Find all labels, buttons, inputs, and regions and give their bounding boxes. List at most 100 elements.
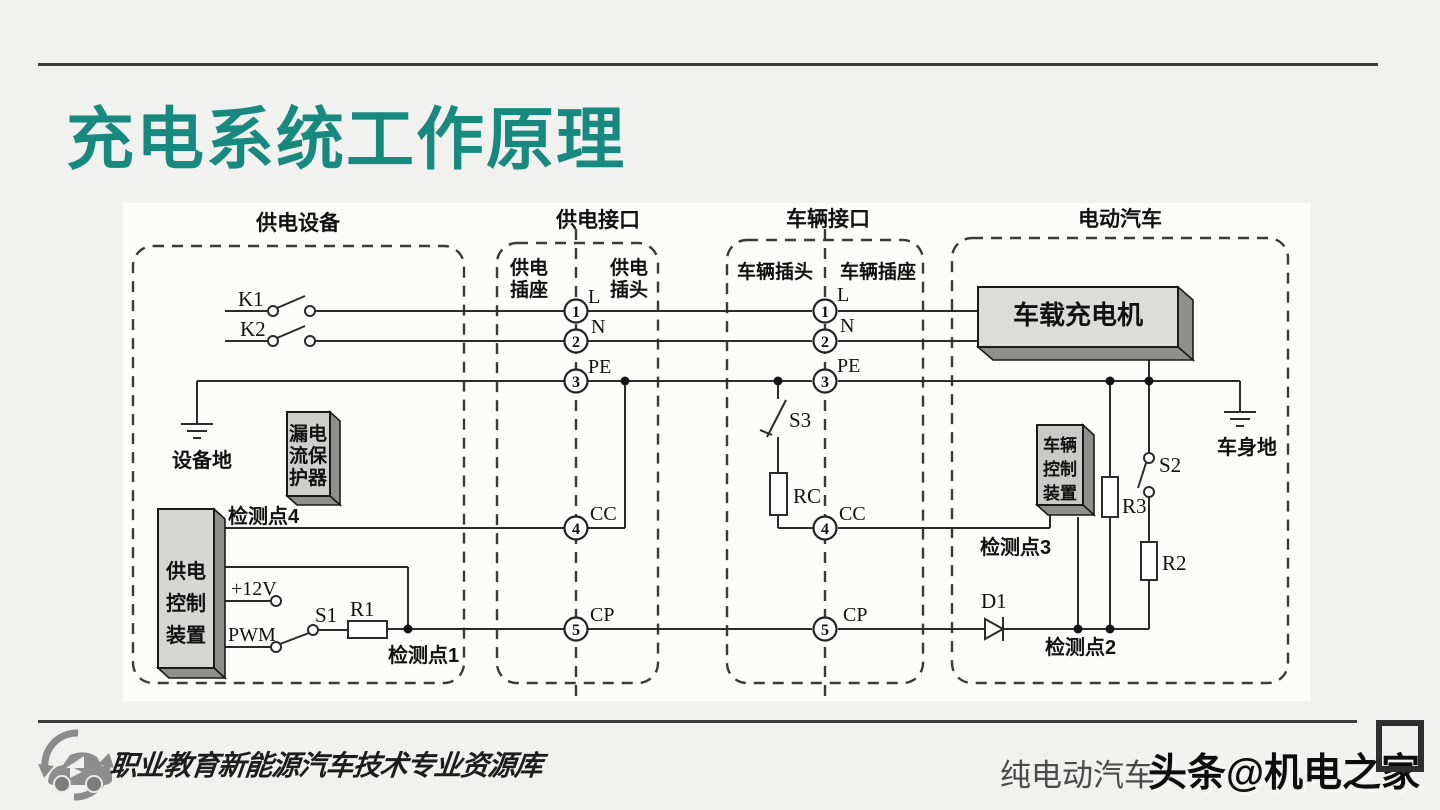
supply-interface-label: 供电接口 <box>555 208 640 232</box>
vehicle-pin-pe-label: PE <box>837 355 860 377</box>
vehicle-pin-n-label: N <box>840 315 854 337</box>
vehicle-controller-front-face <box>1036 424 1084 506</box>
vehicle-node-2 <box>812 328 838 354</box>
test-point-1-label: 检测点1 <box>388 643 459 667</box>
test-point-1-dot <box>403 624 413 634</box>
k1-label: K1 <box>238 287 264 311</box>
supply-node-4 <box>563 515 589 541</box>
leakage-bottom-face <box>284 495 343 506</box>
s2-contact-bottom <box>1143 486 1155 498</box>
s1-switch: S1 <box>270 603 337 653</box>
footer-divider-line <box>38 720 1357 723</box>
k1-contact-left <box>267 305 279 317</box>
leakage-label-line3: 护器 <box>289 466 328 489</box>
vehicle-controller-label-line1: 车辆 <box>1043 435 1077 455</box>
equipment-ground-symbol: 设备地 <box>172 423 232 472</box>
supply-controller-bottom-face <box>155 667 228 679</box>
supply-node-2-number: 2 <box>572 334 580 351</box>
logo-play-emblem <box>70 766 82 778</box>
supply-node-3 <box>563 368 589 394</box>
supply-socket-label-line1: 供电 <box>509 256 548 279</box>
vehicle-controller-bottom-face <box>1034 504 1097 516</box>
vehicle-node-5 <box>812 616 838 642</box>
supply-equipment-label: 供电设备 <box>255 211 341 235</box>
footer-course-text: 纯电动汽车 <box>1000 758 1155 793</box>
s2-lever <box>1137 462 1147 489</box>
supply-socket-label-line2: 插座 <box>510 278 548 301</box>
supply-controller-label-line1: 供电 <box>165 559 206 583</box>
vehicle-pin-cp-label: CP <box>843 604 867 626</box>
r3-resistor: R3 <box>1101 476 1147 518</box>
test-point-3-label: 检测点3 <box>980 535 1051 559</box>
page-title: 充电系统工作原理 <box>66 102 627 178</box>
s3-lever <box>759 399 787 438</box>
supply-controller-label-line2: 控制 <box>166 591 206 615</box>
r1-body <box>347 620 388 639</box>
supply-interface-box <box>495 241 660 685</box>
k2-contact-right <box>304 335 316 347</box>
s3-switch: S3 <box>759 399 811 438</box>
vehicle-controller-label-line3: 装置 <box>1042 483 1077 503</box>
wiring <box>196 310 1241 648</box>
leakage-label-line2: 流保 <box>289 444 328 467</box>
r1-resistor: R1 <box>347 597 388 639</box>
charger-bottom-face <box>975 346 1196 361</box>
charger-label: 车载充电机 <box>1013 300 1143 330</box>
r2-resistor: R2 <box>1140 541 1187 581</box>
vehicle-pin-l-label: L <box>837 284 849 306</box>
s2-label: S2 <box>1159 453 1181 477</box>
s1-lever <box>279 632 310 645</box>
supply-node-1 <box>563 298 589 324</box>
s2-contact-top <box>1143 452 1155 464</box>
s3-label: S3 <box>789 408 811 432</box>
leakage-protector-box: 漏电 流保 护器 <box>284 410 343 507</box>
vehicle-node-4 <box>812 515 838 541</box>
cc-line <box>214 381 1051 529</box>
logo-car-window <box>66 756 84 768</box>
pe-line <box>196 380 1241 424</box>
supply-interface-nodes: 1 2 3 4 5 L N PE CC CP <box>563 286 617 642</box>
electric-vehicle-label: 电动汽车 <box>1078 207 1162 231</box>
k2-switch: K2 <box>240 317 316 347</box>
body-ground-symbol: 车身地 <box>1217 411 1277 459</box>
k1-lever <box>276 295 306 309</box>
k2-label: K2 <box>240 317 266 341</box>
supply-controller-box: 供电 控制 装置 <box>155 507 228 680</box>
supply-node-4-number: 4 <box>572 521 580 538</box>
supply-controller-front-face <box>157 508 215 669</box>
supply-pin-n-label: N <box>591 316 605 338</box>
k2-lever <box>276 325 306 339</box>
vehicle-node-3-number: 3 <box>821 374 829 391</box>
supply-plug-label-line1: 供电 <box>609 256 648 279</box>
vehicle-node-1 <box>812 298 838 324</box>
vehicle-node-2-number: 2 <box>821 334 829 351</box>
supply-node-1-number: 1 <box>572 304 580 321</box>
logo-arrowhead-left <box>38 764 54 778</box>
vehicle-interface-label: 车辆接口 <box>786 207 870 231</box>
vehicle-node-4-number: 4 <box>821 521 829 538</box>
supply-pin-cp-label: CP <box>590 604 614 626</box>
k1-switch: K1 <box>238 287 316 317</box>
section-labels: 供电设备 供电接口 车辆接口 电动汽车 <box>255 207 1162 235</box>
controller-sense-line <box>214 566 409 629</box>
supply-node-5 <box>563 616 589 642</box>
cp-line <box>318 628 1149 631</box>
vehicle-controller-label-line2: 控制 <box>1043 459 1077 479</box>
electric-vehicle-box <box>950 236 1290 685</box>
body-ground-label: 车身地 <box>1217 435 1277 459</box>
test-point-2-dot-right <box>1105 624 1115 634</box>
d1-label: D1 <box>981 589 1007 613</box>
supply-pin-cc-label: CC <box>590 503 617 525</box>
charger-front-face <box>977 286 1179 348</box>
plus12v-terminal <box>270 595 282 607</box>
leakage-label-line1: 漏电 <box>289 422 327 445</box>
column-labels: 供电 插座 供电 插头 车辆插头 车辆插座 <box>509 256 916 301</box>
vehicle-interface-nodes: 1 2 3 4 5 L N PE CC CP <box>812 284 867 642</box>
test-point-4-label: 检测点4 <box>228 504 300 528</box>
supply-pin-pe-label: PE <box>588 356 611 378</box>
top-divider-line <box>38 63 1378 66</box>
logo-arrowhead-right <box>98 753 114 768</box>
vehicle-controller-side-face <box>1082 423 1095 517</box>
corner-square-outline <box>1376 720 1424 772</box>
s1-contact-right <box>307 624 319 636</box>
